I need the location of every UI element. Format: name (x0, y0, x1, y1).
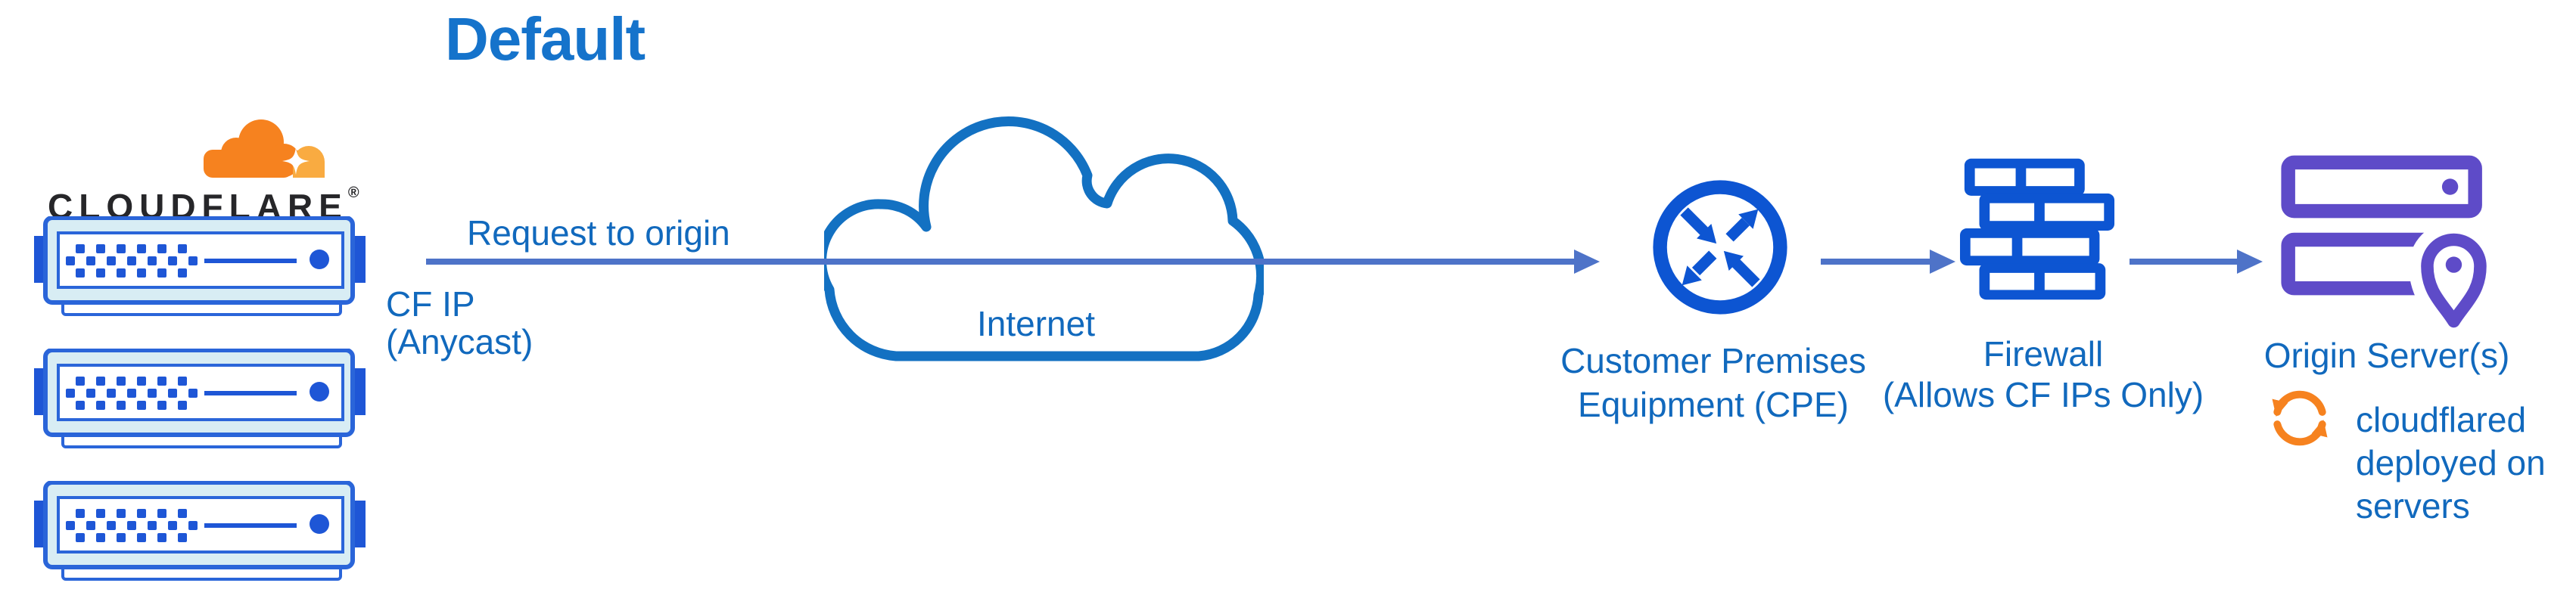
cloudflared-note-line1: cloudflared (2356, 400, 2527, 439)
cloudflare-logo-dark-cloud (204, 119, 300, 178)
edge-server-icon-1 (34, 216, 366, 316)
firewall-label: Firewall (Allows CF IPs Only) (1854, 333, 2232, 415)
location-pin-icon (2421, 233, 2487, 328)
edge-server-icon-3 (34, 481, 366, 581)
location-pin-dot (2445, 256, 2462, 273)
firewall-label-line1: Firewall (1983, 334, 2104, 374)
firewall-icon (1960, 158, 2115, 300)
cloudflared-note: cloudflared deployed on servers (2356, 398, 2546, 528)
cpe-label: Customer Premises Equipment (CPE) (1524, 339, 1902, 426)
edge-server-icon-2 (34, 349, 366, 448)
origin-server-top (2281, 155, 2482, 219)
cloudflare-logo-light-cloud (293, 146, 325, 178)
cpe-label-line1: Customer Premises (1560, 341, 1866, 380)
server-right-tab (353, 236, 366, 283)
cf-ip-label-line1: CF IP (386, 284, 475, 324)
cloudflare-logo-icon (204, 119, 325, 178)
cpe-circle (1653, 180, 1787, 315)
cpe-router-icon (1653, 180, 1787, 315)
request-to-origin-label: Request to origin (467, 213, 730, 253)
registered-trademark-symbol: ® (347, 185, 359, 201)
firewall-bricks (1960, 158, 2115, 300)
cf-ip-anycast-label: CF IP (Anycast) (386, 285, 533, 361)
server-vent-dots (66, 244, 198, 278)
cloudflared-note-line2: deployed on (2356, 443, 2546, 482)
internet-cloud-icon (824, 116, 1264, 361)
cpe-crossed-arrows (1680, 207, 1760, 287)
cf-ip-label-line2: (Anycast) (386, 322, 534, 361)
arrowhead-to-firewall (1930, 250, 1955, 274)
diagram-title: Default (445, 5, 646, 73)
cloudflared-sync-icon (2272, 390, 2328, 446)
arrowhead-to-origin (2237, 250, 2263, 274)
arrowhead-to-cpe (1574, 250, 1600, 274)
cloudflare-logo-sparkle (282, 147, 310, 175)
firewall-label-line2: (Allows CF IPs Only) (1882, 375, 2204, 414)
cpe-label-line2: Equipment (CPE) (1578, 385, 1849, 424)
origin-servers-icon (2281, 155, 2493, 329)
cloudflared-note-line3: servers (2356, 486, 2470, 526)
internet-label: Internet (977, 304, 1095, 343)
origin-server-led (2441, 178, 2459, 195)
server-led (310, 250, 329, 269)
firewall-brick-windows (1970, 168, 2105, 290)
origin-servers-label: Origin Server(s) (2263, 336, 2510, 375)
